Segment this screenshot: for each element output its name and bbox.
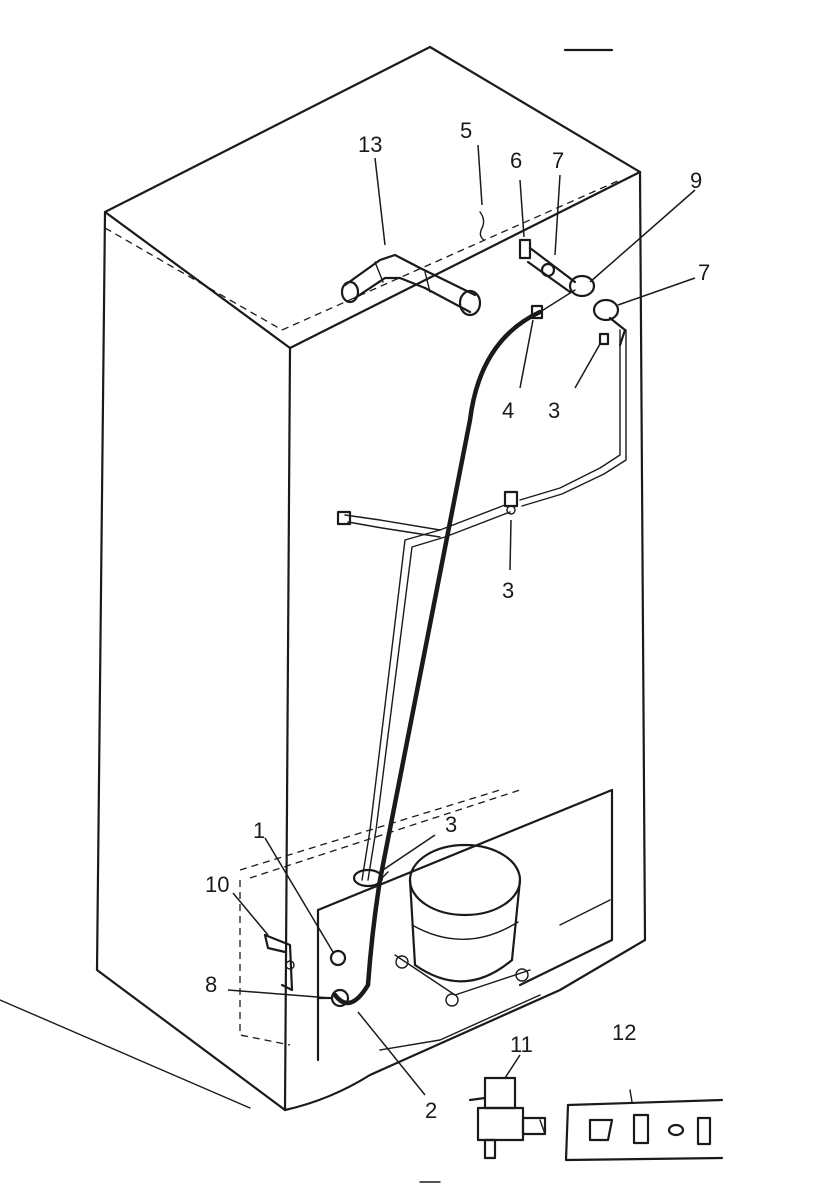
callout-3-lower: 3 [445, 812, 457, 837]
callout-5: 5 [460, 118, 472, 143]
middle-fitting [503, 490, 519, 515]
compressor [394, 843, 531, 1007]
callout-2: 2 [425, 1098, 437, 1123]
mounting-bracket [263, 933, 350, 1008]
upper-valve-fittings [518, 238, 627, 347]
callout-4: 4 [502, 398, 514, 423]
callout-leaders [227, 144, 696, 1096]
floor-line [0, 999, 251, 1109]
callout-6: 6 [510, 148, 522, 173]
callout-13: 13 [358, 132, 382, 157]
water-supply-tube [332, 309, 543, 1006]
lower-clamp [352, 868, 389, 888]
callout-8: 8 [205, 972, 217, 997]
callout-7-upper: 7 [552, 148, 564, 173]
callout-3-upper: 3 [548, 398, 560, 423]
fill-tube [340, 253, 482, 317]
water-valve-assembly [468, 1076, 547, 1160]
secondary-tube [336, 329, 627, 881]
switch-bracket [564, 1089, 724, 1162]
callout-3-middle: 3 [502, 578, 514, 603]
callout-7-lower: 7 [698, 260, 710, 285]
callout-11: 11 [510, 1032, 533, 1057]
callout-9: 9 [690, 168, 702, 193]
compressor-compartment [316, 788, 614, 1062]
clip-part [479, 211, 485, 241]
callout-1: 1 [253, 818, 265, 843]
callout-12: 12 [612, 1020, 636, 1045]
callout-10: 10 [205, 872, 229, 897]
